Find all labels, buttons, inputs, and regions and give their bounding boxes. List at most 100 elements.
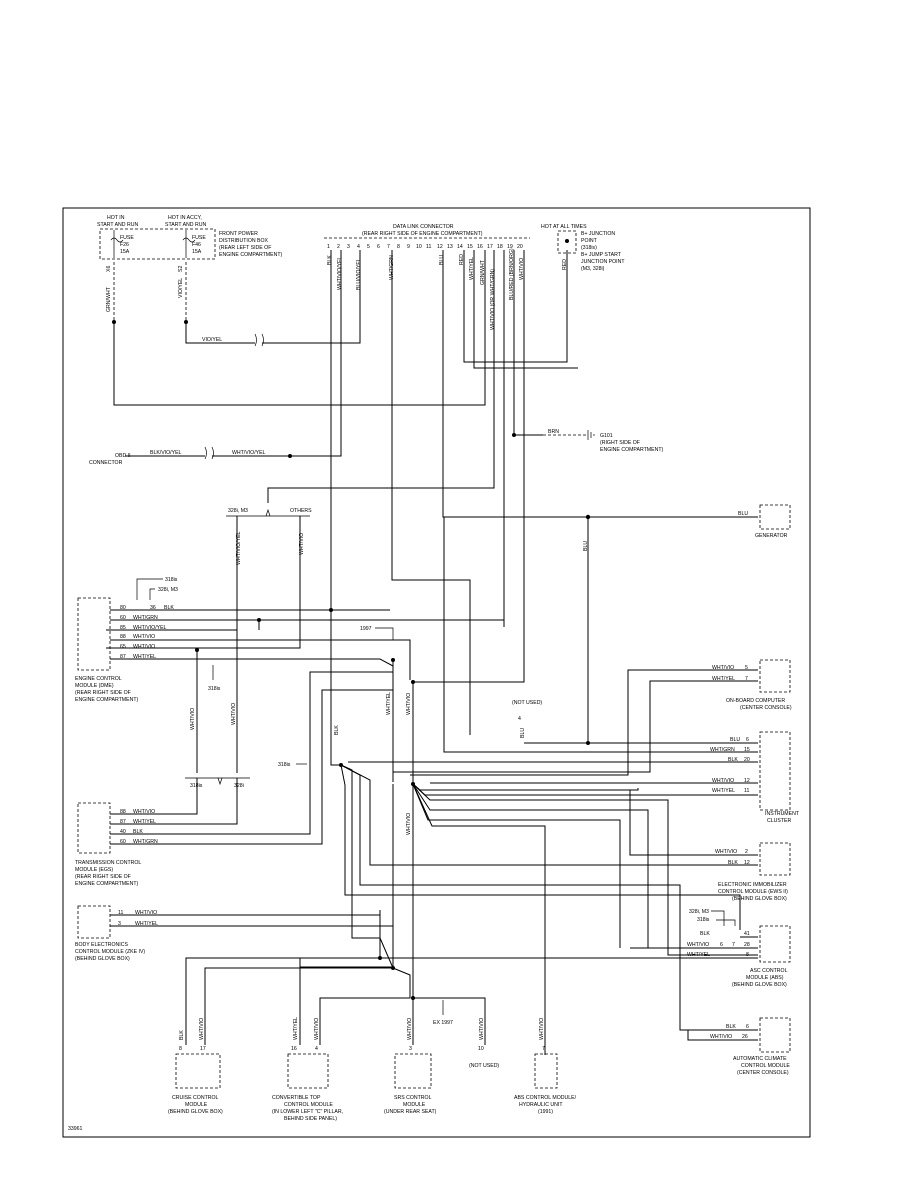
on-board-computer: WHT/VIO 5 WHT/YEL 7 ON-BOARD COMPUTER (C… — [393, 659, 792, 776]
fuse-box-outline — [99, 228, 216, 260]
wire-wv-down-1: WHT/VIO — [190, 708, 196, 730]
dlc-title: DATA LINK CONNECTOR — [393, 224, 454, 230]
wire-brn: BRN — [548, 429, 559, 435]
svg-text:65: 65 — [120, 644, 126, 650]
svg-text:WHT/VIO: WHT/VIO — [712, 778, 734, 784]
pin-s2: S2 — [178, 266, 184, 272]
wire-vio-yel: VIO/YEL — [178, 278, 184, 298]
transmission-control-module: 88 WHT/VIO 87 WHT/YEL 40 BLK 60 WHT/GRN … — [75, 671, 393, 887]
svg-text:20: 20 — [744, 757, 750, 763]
dme-note-318c: 318is — [278, 762, 291, 768]
svg-text:87: 87 — [120, 819, 126, 825]
climate-box — [759, 1017, 791, 1053]
wires-dme-down: WHT/VIO WHT/VIO BLK WHT/YEL WHT/VIO WHT/… — [185, 610, 415, 835]
conv-label-2: CONTROL MODULE — [284, 1102, 333, 1108]
abs-control-module: WHT/VIO 7 ABS CONTROL MODULE/ HYDRAULIC … — [514, 1018, 577, 1115]
svg-text:WHT/VIO: WHT/VIO — [407, 1018, 413, 1040]
srs-control-module: WHT/VIO 3 SRS CONTROL MODULE (UNDER REAR… — [384, 1018, 437, 1115]
asc-label-1: ASC CONTROL — [750, 968, 788, 974]
asc-box — [759, 925, 791, 963]
data-link-connector: DATA LINK CONNECTOR (REAR RIGHT SIDE OF … — [324, 224, 530, 330]
egs-label-3: (REAR RIGHT SIDE OF — [75, 874, 131, 880]
bottom-wires: EX 1997 — [185, 784, 486, 1045]
dme-note-328: 328i, M3 — [158, 587, 178, 593]
svg-text:26: 26 — [742, 1034, 748, 1040]
instrument-cluster: BLU 6 WHT/GRN 15 BLK 20 WHT/VIO 12 WHT/Y… — [348, 517, 800, 824]
svg-text:WHT/YEL: WHT/YEL — [135, 921, 158, 927]
svg-text:WHT/VIO: WHT/VIO — [479, 1018, 485, 1040]
svg-text:WHT/VIO: WHT/VIO — [135, 910, 157, 916]
dlc-wire-gw: GRN/WHT — [480, 259, 486, 285]
figure-id: 33961 — [68, 1126, 83, 1132]
dme-label-2: MODULE (DME) — [75, 683, 114, 689]
svg-text:87: 87 — [120, 654, 126, 660]
wires-top — [113, 250, 758, 735]
ews-box — [759, 842, 791, 876]
svg-text:7: 7 — [732, 942, 735, 948]
bj-label-3: (318is) — [581, 245, 597, 251]
wire-wy-down: WHT/YEL — [386, 692, 392, 715]
dlc-location: (REAR RIGHT SIDE OF ENGINE COMPARTMENT) — [362, 231, 483, 237]
wire-wv-down-4: WHT/VIO — [406, 813, 412, 835]
immobilizer-module: WHT/VIO 2 BLK 12 ELECTRONIC IMMOBILIZER … — [629, 790, 791, 902]
egs-label-1: TRANSMISSION CONTROL — [75, 860, 141, 866]
wire-wht-vio-yel: WHT/VIO/YEL — [232, 450, 266, 456]
zke-box — [77, 905, 111, 939]
svg-text:WHT/YEL: WHT/YEL — [133, 819, 156, 825]
bj-wire-red: RED — [562, 259, 568, 270]
obd-connector: OBD II CONNECTOR BLK/VIO/YEL WHT/VIO/YEL — [89, 446, 292, 466]
obc-label-2: (CENTER CONSOLE) — [740, 705, 792, 711]
svg-text:4: 4 — [315, 1046, 318, 1052]
abs-box — [534, 1053, 558, 1089]
b-junction: HOT AT ALL TIMES B+ JUNCTION POINT (318i… — [541, 224, 625, 272]
obc-box — [759, 659, 791, 693]
svg-text:WHT/VIO: WHT/VIO — [687, 942, 709, 948]
fuse-b-number: F46 — [192, 242, 201, 248]
fuse-a-rating: 15A — [120, 249, 130, 255]
cruise-label-3: (BEHIND GLOVE BOX) — [168, 1109, 223, 1115]
svg-text:WHT/YEL: WHT/YEL — [133, 654, 156, 660]
pdb-label-2: DISTRIBUTION BOX — [219, 238, 269, 244]
asc-label-2: MODULE (ABS) — [746, 975, 784, 981]
climate-label-2: CONTROL MODULE — [741, 1063, 790, 1069]
dlc-pins: 1 2 3 4 5 6 7 8 9 10 11 12 13 14 15 16 1… — [327, 244, 523, 250]
dlc-wire-blk: BLK — [327, 255, 333, 265]
generator-box — [759, 504, 791, 530]
fuse-b-label: FUSE — [192, 235, 206, 241]
conv-label-3: (IN LOWER LEFT "C" PILLAR, — [272, 1109, 343, 1115]
pin-x6: X6 — [106, 266, 112, 272]
svg-text:4: 4 — [518, 716, 521, 722]
generator-wire-blu: BLU — [738, 511, 748, 517]
svg-text:BLK: BLK — [164, 605, 174, 611]
pdb-label-4: ENGINE COMPARTMENT) — [219, 252, 282, 258]
svg-text:18: 18 — [497, 244, 503, 250]
svg-text:BLK: BLK — [133, 829, 143, 835]
wire-grn-wht: GRN/WHT — [106, 286, 112, 312]
split-others-label: OTHERS — [290, 508, 312, 514]
split-318-label: 318is — [190, 783, 203, 789]
not-used-label: (NOT USED) — [512, 700, 542, 706]
obd-label: OBD II — [115, 453, 131, 459]
svg-text:14: 14 — [457, 244, 463, 250]
hot-all-times-label: HOT AT ALL TIMES — [541, 224, 587, 230]
convertible-box — [287, 1053, 329, 1089]
zke-label-1: BODY ELECTRONICS — [75, 942, 128, 948]
obd-connector-label: CONNECTOR — [89, 460, 123, 466]
svg-text:17: 17 — [487, 244, 493, 250]
cluster-label-1: INSTRUMENT — [765, 811, 800, 817]
svg-text:19: 19 — [507, 244, 513, 250]
not-used-wire-blu: BLU — [520, 728, 526, 738]
svg-text:88: 88 — [120, 634, 126, 640]
asc-control-module: 328i, M3 318is BLK 41 WHT/VIO 6 7 28 WHT… — [299, 909, 791, 988]
not-used-bottom-label: (NOT USED) — [469, 1063, 499, 1069]
svg-text:6: 6 — [377, 244, 380, 250]
dme-note-318b: 318is — [208, 686, 221, 692]
svg-text:40: 40 — [120, 829, 126, 835]
svg-text:12: 12 — [437, 244, 443, 250]
dme-label-1: ENGINE CONTROL — [75, 676, 122, 682]
svg-text:BLK: BLK — [726, 1024, 736, 1030]
svg-text:60: 60 — [120, 615, 126, 621]
svg-text:7: 7 — [745, 676, 748, 682]
zke-label-2: CONTROL MODULE (ZKE IV) — [75, 949, 145, 955]
ex-1997-label: EX 1997 — [433, 1020, 453, 1026]
